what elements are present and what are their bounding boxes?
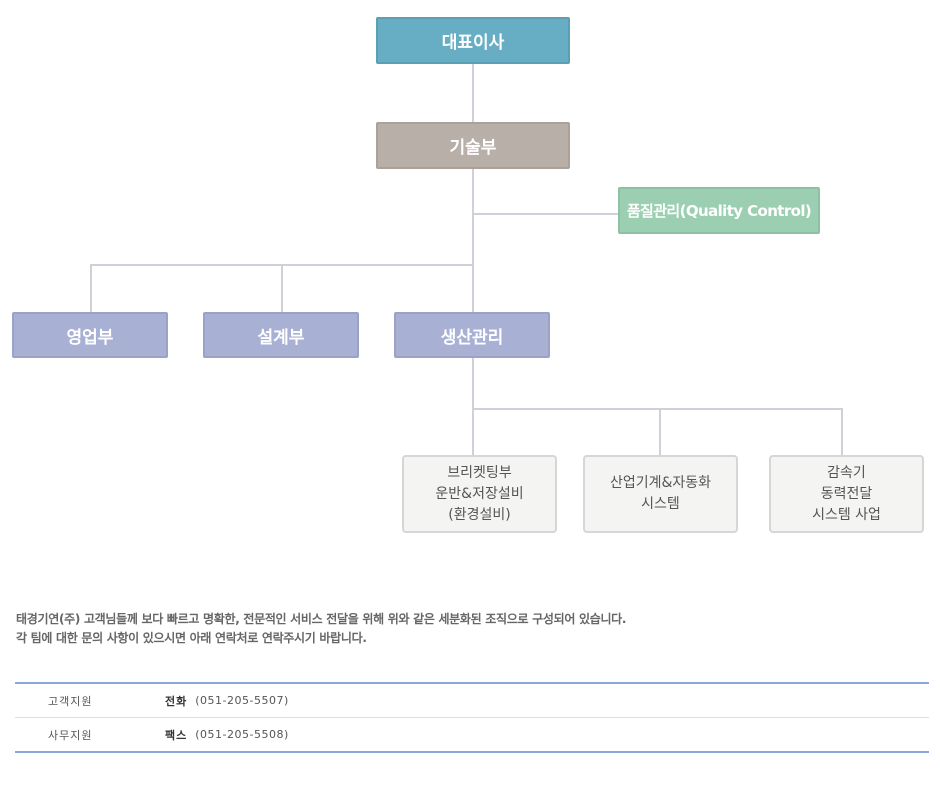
connector-sub-1	[472, 408, 474, 455]
org-node-design-label: 설계부	[257, 327, 305, 348]
org-node-reducer-line1: 감속기	[827, 464, 866, 481]
connector-ceo-tech	[472, 64, 474, 122]
organization-description: 태경기연(주) 고객님들께 보다 빠르고 명확한, 전문적인 서비스 전달을 위…	[16, 610, 626, 648]
description-line-1: 태경기연(주) 고객님들께 보다 빠르고 명확한, 전문적인 서비스 전달을 위…	[16, 612, 627, 626]
org-node-ceo: 대표이사	[376, 17, 570, 64]
support-contact-table: 고객지원 전화 (051-205-5507) 사무지원 팩스 (051-205-…	[15, 682, 929, 753]
org-node-industrial-machinery: 산업기계&자동화 시스템	[583, 455, 738, 533]
org-node-industrial-machinery-line1: 산업기계&자동화	[609, 475, 712, 491]
org-node-quality-control: 품질관리(Quality Control)	[618, 187, 820, 234]
org-node-sales-label: 영업부	[66, 327, 114, 348]
connector-sub-3	[841, 408, 843, 455]
org-node-briquetting-line3: (환경설비)	[448, 506, 511, 523]
description-line-2: 각 팀에 대한 문의 사항이 있으시면 아래 연락처로 연락주시기 바랍니다.	[16, 631, 367, 645]
org-node-design: 설계부	[203, 312, 359, 358]
support-row-kind: 팩스	[165, 728, 188, 742]
org-node-production: 생산관리	[394, 312, 550, 358]
connector-subs-horizontal	[472, 408, 843, 410]
support-row-customer: 고객지원 전화 (051-205-5507)	[15, 684, 929, 717]
org-node-briquetting-line1: 브리켓팅부	[447, 464, 512, 481]
connector-design	[281, 264, 283, 312]
org-node-reducer: 감속기 동력전달 시스템 사업	[769, 455, 924, 533]
org-node-reducer-line3: 시스템 사업	[812, 506, 881, 523]
support-row-office: 사무지원 팩스 (051-205-5508)	[15, 717, 929, 751]
org-node-ceo-label: 대표이사	[441, 33, 505, 53]
org-node-quality-control-label: 품질관리(Quality Control)	[626, 202, 812, 220]
org-node-sales: 영업부	[12, 312, 168, 358]
support-row-label: 고객지원	[48, 694, 93, 708]
connector-production-down	[472, 358, 474, 410]
connector-sales	[90, 264, 92, 312]
support-row-number: (051-205-5507)	[195, 694, 289, 707]
org-node-briquetting: 브리켓팅부 운반&저장설비 (환경설비)	[402, 455, 557, 533]
table-bottom-rule	[15, 751, 929, 753]
connector-qc	[474, 213, 618, 215]
org-node-reducer-line2: 동력전달	[820, 485, 873, 502]
support-row-label: 사무지원	[48, 728, 93, 742]
org-node-technical-dept-label: 기술부	[449, 138, 497, 158]
support-row-number: (051-205-5508)	[195, 728, 289, 741]
org-node-production-label: 생산관리	[440, 327, 504, 348]
org-node-briquetting-line2: 운반&저장설비	[435, 485, 524, 502]
connector-tech-trunk	[472, 169, 474, 312]
table-top-rule	[15, 682, 929, 684]
org-node-technical-dept: 기술부	[376, 122, 570, 169]
support-row-kind: 전화	[165, 694, 188, 708]
connector-sub-2	[659, 408, 661, 455]
org-node-industrial-machinery-line2: 시스템	[641, 496, 680, 512]
